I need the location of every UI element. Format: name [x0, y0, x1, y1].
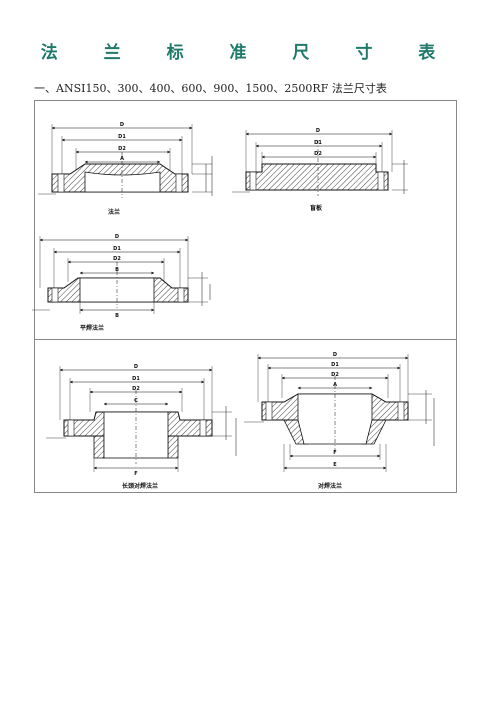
- figure-caption: 对焊法兰: [318, 482, 342, 490]
- dim-label: F: [333, 450, 336, 456]
- dim-label: D2: [132, 386, 140, 392]
- dim-label: A: [333, 382, 337, 388]
- figure-blind-flange: D D1 D2 盲板: [232, 128, 408, 212]
- dim-label: D2: [314, 151, 322, 157]
- frame-divider: [34, 339, 457, 340]
- drawing-frame: [34, 100, 457, 493]
- dim-label: D2: [113, 256, 121, 262]
- figure-weld-flange: D D1 D2 A 法兰: [38, 122, 213, 216]
- dim-label: D2: [331, 372, 339, 378]
- dim-label: C: [134, 398, 138, 404]
- dim-label: D1: [113, 246, 121, 252]
- dim-label: D1: [132, 376, 140, 382]
- dim-label: E: [333, 462, 337, 468]
- figure-long-neck-flange: D D1 D2 C F 长颈对焊法兰: [46, 364, 237, 490]
- figure-caption: 长颈对焊法兰: [122, 482, 158, 490]
- dim-label: D: [134, 364, 138, 370]
- dim-label: B: [115, 267, 119, 273]
- dim-label: D: [115, 234, 119, 240]
- section-heading: 一、ANSI150、300、400、600、900、1500、2500RF 法兰…: [34, 82, 387, 95]
- dim-label: D: [316, 128, 320, 134]
- dim-label: D2: [118, 146, 126, 152]
- dim-label: F: [134, 471, 137, 477]
- figure-slip-on-flange: D D1 D2 B B 平焊法兰: [32, 234, 211, 332]
- page-title: 法 兰 标 准 尺 寸 表: [40, 43, 456, 63]
- figure-caption: 盲板: [310, 204, 323, 212]
- figure-butt-weld-flange: D D1 D2 A F E 对焊法兰: [244, 352, 435, 490]
- dim-label: D1: [118, 134, 126, 140]
- dim-label: D: [120, 122, 124, 128]
- dim-label: A: [120, 156, 124, 162]
- dim-label: D1: [331, 362, 339, 368]
- figure-caption: 法兰: [108, 208, 120, 216]
- dim-label: D: [333, 352, 337, 358]
- figure-caption: 平焊法兰: [80, 324, 104, 332]
- dim-label: D1: [314, 140, 322, 146]
- dim-label: B: [115, 313, 119, 319]
